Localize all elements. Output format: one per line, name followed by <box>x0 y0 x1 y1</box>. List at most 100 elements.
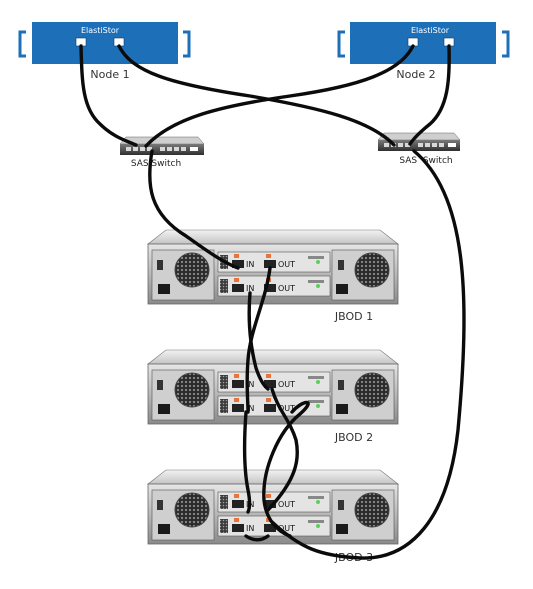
io-module-handle <box>308 400 324 403</box>
cable-jbod2-out2-to-jbod3-out2 <box>262 400 310 538</box>
jbod-left-fan <box>174 252 210 288</box>
in-port <box>232 500 244 508</box>
sas-switch-1: SAS Switch <box>119 136 205 169</box>
jbod-lid <box>147 349 399 365</box>
out-port-label: OUT <box>278 260 295 269</box>
orange-port-marker <box>234 254 239 258</box>
status-led <box>316 404 320 408</box>
in-port <box>232 524 244 532</box>
out-port-label: OUT <box>278 404 295 413</box>
jbod-right-fan <box>354 372 390 408</box>
orange-port-marker <box>234 398 239 402</box>
jbod-right-power-socket <box>336 284 348 294</box>
node-1-right-bracket <box>183 30 191 58</box>
io-module-handle <box>308 280 324 283</box>
node-2-chassis <box>350 22 496 64</box>
io-module-vent <box>220 519 228 533</box>
jbod-right-switch <box>338 260 344 270</box>
node-2-right-bracket <box>502 30 510 58</box>
orange-port-marker <box>234 494 239 498</box>
node-1-chassis <box>32 22 178 64</box>
orange-port-marker <box>234 518 239 522</box>
io-module-vent <box>220 495 228 509</box>
cable-jbod2-out-to-jbod3-in <box>266 387 300 512</box>
status-led <box>316 500 320 504</box>
jbod-left-power-socket <box>158 284 170 294</box>
cable-jbod3-in2-loop <box>244 534 270 542</box>
in-port-label: IN <box>246 284 254 293</box>
io-module-vent <box>220 399 228 413</box>
in-port <box>232 284 244 292</box>
jbod-label: JBOD 2 <box>334 431 373 444</box>
cable-node2-to-switch2 <box>408 44 451 146</box>
out-port <box>264 380 276 388</box>
cable-node1-to-switch1 <box>79 44 138 147</box>
status-led <box>316 260 320 264</box>
out-port <box>264 404 276 412</box>
in-port-label: IN <box>246 380 254 389</box>
orange-port-marker <box>266 494 271 498</box>
jbod-left-switch <box>157 380 163 390</box>
jbod-left-power-socket <box>158 404 170 414</box>
in-port <box>232 260 244 268</box>
orange-port-marker <box>266 254 271 258</box>
jbod-lid <box>147 469 399 485</box>
sas-switch-2: SAS Switch <box>377 132 461 166</box>
node-1-brand: ElastiStor <box>81 26 120 35</box>
node-1-label: Node 1 <box>90 68 129 81</box>
node-2-label: Node 2 <box>396 68 435 81</box>
io-module-handle <box>308 376 324 379</box>
switch-1-ports <box>126 147 198 151</box>
cable-switch2-to-jbod3-out <box>270 149 466 560</box>
out-port-label: OUT <box>278 500 295 509</box>
switch-1-label: SAS Switch <box>131 159 181 169</box>
jbod-right-power-socket <box>336 404 348 414</box>
cable-switch1-to-jbod1-in <box>148 149 240 270</box>
jbod-right-power-socket <box>336 524 348 534</box>
jbod-left-fan <box>174 492 210 528</box>
cable-node1-to-switch2 <box>117 44 396 147</box>
cable-jbod1-out-to-jbod2-in <box>245 266 272 414</box>
in-port-label: IN <box>246 404 254 413</box>
orange-port-marker <box>234 278 239 282</box>
node-2-left-bracket <box>337 30 345 58</box>
jbod-left-fan <box>174 372 210 408</box>
io-module-handle <box>308 520 324 523</box>
cable-jbod1-in-to-jbod2-out <box>247 291 270 391</box>
jbod-right-switch <box>338 500 344 510</box>
node-2-brand: ElastiStor <box>411 26 450 35</box>
out-port-label: OUT <box>278 524 295 533</box>
node-1: ElastiStor Node 1 <box>18 22 191 81</box>
jbod-right-fan <box>354 492 390 528</box>
io-module-handle <box>308 496 324 499</box>
out-port <box>264 500 276 508</box>
node-2: ElastiStor Node 2 <box>337 22 510 81</box>
jbod-label: JBOD 1 <box>334 310 373 323</box>
out-port <box>264 260 276 268</box>
io-module-vent <box>220 279 228 293</box>
out-port <box>264 524 276 532</box>
cable-node2-to-switch1 <box>144 44 415 148</box>
out-port <box>264 284 276 292</box>
in-port <box>232 404 244 412</box>
jbod-left-switch <box>157 260 163 270</box>
orange-port-marker <box>266 398 271 402</box>
in-port <box>232 380 244 388</box>
cable-jbod2-in-to-jbod3 <box>242 410 252 514</box>
status-led <box>316 524 320 528</box>
orange-port-marker <box>234 374 239 378</box>
jbod-right-switch <box>338 380 344 390</box>
jbod-left-power-socket <box>158 524 170 534</box>
orange-port-marker <box>266 374 271 378</box>
jbod-right-fan <box>354 252 390 288</box>
cabling <box>79 44 466 560</box>
io-module-vent <box>220 375 228 389</box>
